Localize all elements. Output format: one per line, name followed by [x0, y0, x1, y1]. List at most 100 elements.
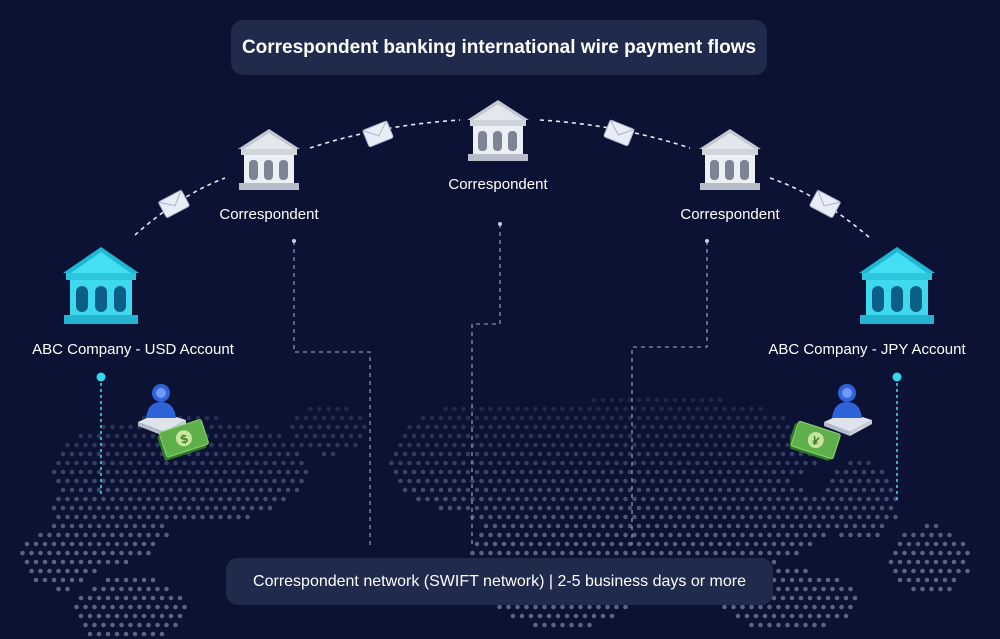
map-dot [114, 631, 120, 637]
map-dot [830, 586, 835, 592]
map-dot [389, 460, 394, 466]
map-dot [114, 613, 120, 619]
map-dot [852, 505, 858, 511]
map-dot [150, 595, 156, 601]
map-dot [474, 487, 480, 493]
map-dot [110, 604, 115, 610]
map-dot [506, 514, 511, 520]
map-dot [78, 541, 84, 547]
map-dot [213, 505, 219, 511]
map-dot [677, 532, 682, 538]
map-dot [794, 550, 799, 556]
map-dot [762, 505, 768, 511]
user-icon [824, 384, 872, 436]
map-dot [848, 514, 853, 520]
map-dot [402, 487, 408, 493]
map-dot [479, 442, 484, 448]
map-dot [114, 469, 120, 475]
map-dot [888, 487, 894, 493]
map-dot [951, 577, 957, 583]
map-dot [164, 460, 169, 466]
map-dot [821, 586, 826, 592]
map-dot [101, 532, 106, 538]
map-dot [537, 541, 543, 547]
map-dot [272, 478, 277, 484]
map-dot [681, 397, 687, 403]
map-dot [933, 523, 939, 529]
map-dot [501, 469, 507, 475]
map-dot [465, 433, 471, 439]
map-dot [609, 523, 615, 529]
map-dot [780, 487, 786, 493]
map-dot [92, 550, 97, 556]
map-dot [956, 568, 961, 574]
map-dot [843, 487, 849, 493]
map-dot [204, 469, 210, 475]
map-dot [569, 496, 574, 502]
map-dot [641, 478, 646, 484]
map-dot [879, 469, 885, 475]
map-dot [330, 451, 336, 457]
map-dot [492, 541, 498, 547]
map-dot [870, 523, 876, 529]
map-dot [627, 397, 633, 403]
map-dot [681, 541, 687, 547]
map-dot [578, 478, 583, 484]
map-dot [42, 559, 48, 565]
map-dot [24, 541, 30, 547]
map-dot [753, 433, 759, 439]
map-dot [699, 451, 705, 457]
map-dot [591, 487, 597, 493]
map-dot [753, 451, 759, 457]
map-dot [695, 496, 700, 502]
map-dot [528, 415, 534, 421]
map-dot [789, 487, 795, 493]
map-dot [614, 460, 619, 466]
map-dot [771, 415, 777, 421]
map-dot [591, 415, 597, 421]
map-dot [794, 604, 799, 610]
map-dot [731, 550, 736, 556]
map-dot [56, 478, 61, 484]
map-dot [461, 424, 466, 430]
map-dot [74, 442, 79, 448]
map-dot [159, 613, 165, 619]
map-dot [569, 550, 574, 556]
map-dot [902, 532, 907, 538]
map-dot [749, 532, 754, 538]
map-dot [222, 487, 228, 493]
map-dot [596, 460, 601, 466]
map-dot [515, 460, 520, 466]
map-dot [92, 532, 97, 538]
map-dot [803, 586, 808, 592]
map-dot [137, 586, 142, 592]
map-dot [533, 550, 538, 556]
map-dot [920, 568, 925, 574]
map-dot [924, 523, 930, 529]
map-dot [699, 505, 705, 511]
map-dot [663, 523, 669, 529]
map-dot [434, 496, 439, 502]
network-caption: Correspondent network (SWIFT network) | … [226, 558, 773, 605]
map-dot [96, 487, 102, 493]
map-dot [708, 487, 714, 493]
map-dot [38, 550, 43, 556]
map-dot [479, 496, 484, 502]
destination-dot [892, 372, 902, 382]
map-dot [33, 577, 39, 583]
map-dot [600, 487, 606, 493]
map-dot [627, 505, 633, 511]
map-dot [110, 442, 115, 448]
map-dot [78, 469, 84, 475]
map-dot [609, 487, 615, 493]
map-dot [101, 586, 106, 592]
map-dot [186, 415, 192, 421]
map-dot [528, 613, 534, 619]
map-dot [510, 469, 516, 475]
map-dot [587, 532, 592, 538]
map-dot [951, 541, 957, 547]
map-dot [470, 550, 475, 556]
map-dot [672, 487, 678, 493]
map-dot [749, 442, 754, 448]
map-dot [929, 568, 934, 574]
